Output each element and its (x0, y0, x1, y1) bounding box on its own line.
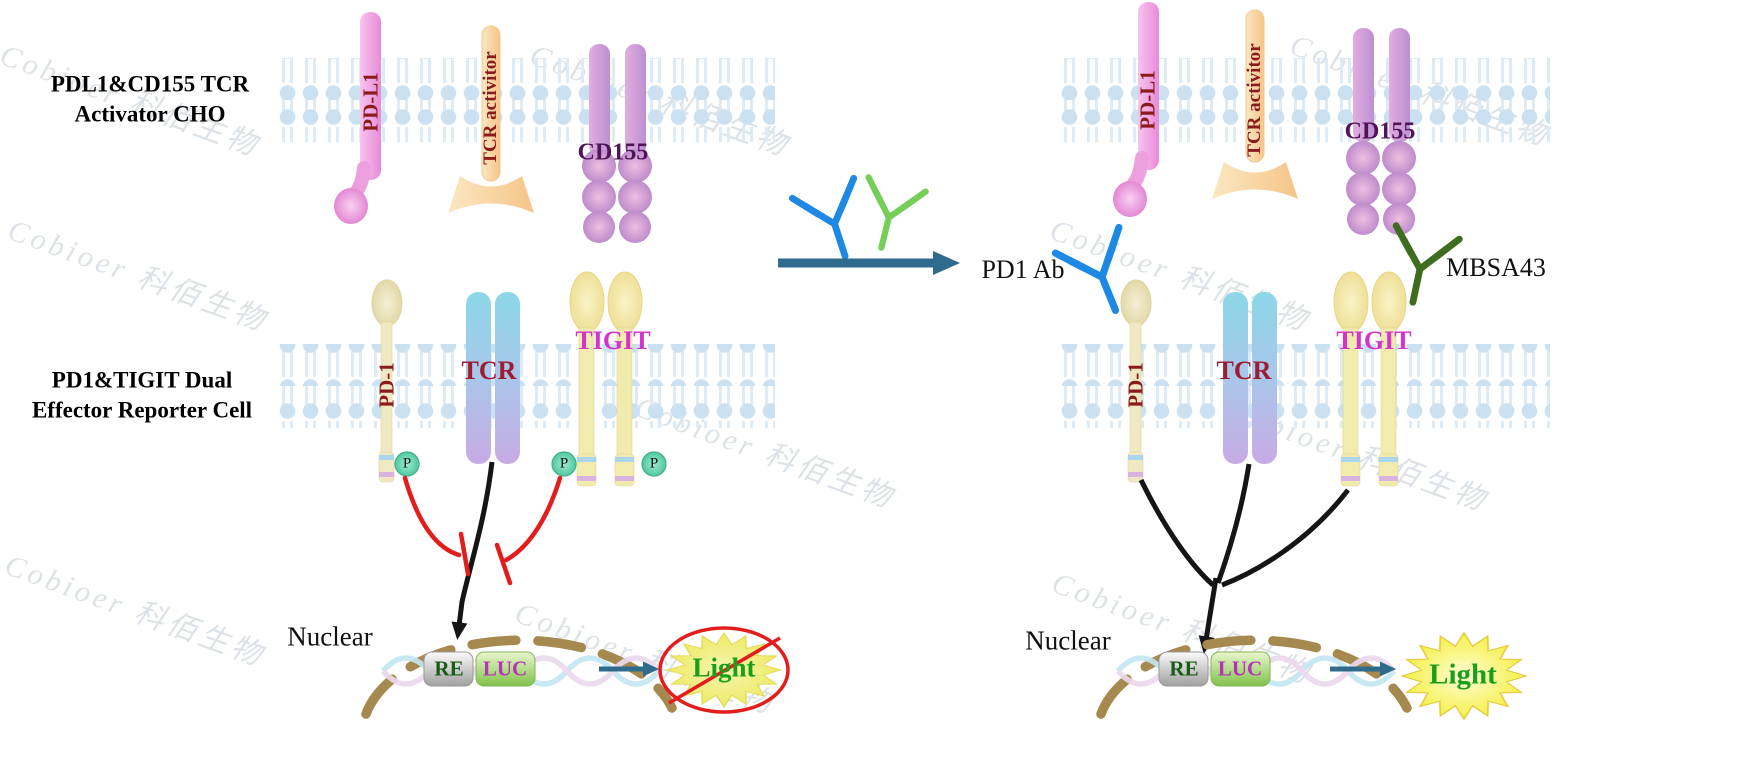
left-nuclear-label: Nuclear (287, 621, 373, 652)
left-tigit-phospho-label-2: P (649, 455, 659, 472)
right-cd155-protein (1346, 28, 1416, 235)
right-tcr-activator-label: TCR activitor (1244, 43, 1265, 157)
left-pd1-phospho-circle (394, 451, 420, 477)
left-tcr-label: TCR (461, 356, 517, 385)
left-pd1-phospho-label: P (402, 455, 412, 472)
right-luc-box (1210, 651, 1271, 687)
left-tcr-activator-protein (448, 25, 534, 213)
activator-title-line1: PDL1&CD155 TCR (50, 71, 250, 97)
right-signal-arrows (1138, 463, 1350, 654)
right-pd1-label: PD-1 (1123, 362, 1148, 408)
left-tigit-label: TIGIT (575, 326, 651, 355)
right-tcr-label: TCR (1216, 356, 1272, 385)
left-tigit-phospho-circle-2 (641, 451, 667, 477)
left-light-label: Light (692, 652, 756, 683)
left-no-light-symbol (658, 626, 790, 714)
right-activator-membrane (1058, 58, 1550, 142)
right-cd155-label: CD155 (1344, 118, 1416, 145)
mbsa43-label: MBSA43 (1446, 253, 1546, 282)
green-antibody-icon (853, 177, 926, 254)
right-re-box (1158, 651, 1209, 687)
left-re-label: RE (434, 656, 464, 681)
middle-antibody-icons (792, 177, 925, 266)
blue-antibody-icon (792, 178, 876, 266)
left-tigit-phospho-label-1: P (559, 455, 569, 472)
right-re-label: RE (1169, 656, 1199, 681)
left-pdl1-label: PD-L1 (358, 72, 383, 132)
right-nuclear-label: Nuclear (1025, 625, 1111, 656)
left-reporter-cell-title: PD1&TIGIT Dual Effector Reporter Cell (32, 366, 252, 427)
right-light-label: Light (1429, 658, 1497, 691)
left-re-box (423, 651, 474, 687)
left-reporter-membrane (278, 344, 775, 428)
right-pdl1-label: PD-L1 (1135, 70, 1160, 130)
activator-title-line2: Activator CHO (74, 102, 226, 127)
left-tcr-signal-arrow (451, 461, 495, 640)
left-tcr-activator-label: TCR activitor (480, 51, 501, 165)
left-inhibition-lines (402, 475, 563, 586)
right-luc-label: LUC (1217, 656, 1263, 681)
left-pd1-label: PD-1 (374, 362, 399, 408)
left-luc-box (475, 651, 536, 687)
left-tigit-phospho-circle-1 (551, 451, 577, 477)
left-cd155-protein (582, 44, 652, 243)
right-tcr-receptor (1223, 292, 1277, 464)
right-pdl1-protein (1113, 2, 1159, 217)
left-activator-membrane (278, 58, 775, 142)
right-tcr-activator-protein (1212, 9, 1298, 199)
reporter-title-line1: PD1&TIGIT Dual (51, 367, 233, 393)
left-activator-cell-title: PDL1&CD155 TCR Activator CHO (51, 70, 249, 131)
left-cd155-label: CD155 (577, 139, 649, 166)
reporter-title-line2: Effector Reporter Cell (31, 398, 253, 423)
right-tigit-receptor (1333, 271, 1407, 487)
right-pd1-receptor (1120, 279, 1152, 483)
left-pd1-receptor (371, 279, 403, 483)
left-luc-label: LUC (482, 656, 528, 681)
left-pdl1-protein (334, 12, 381, 224)
right-tigit-label: TIGIT (1336, 326, 1412, 355)
pd1-ab-label: PD1 Ab (981, 255, 1065, 284)
left-tigit-receptor (569, 271, 643, 487)
left-tcr-receptor (466, 292, 520, 464)
